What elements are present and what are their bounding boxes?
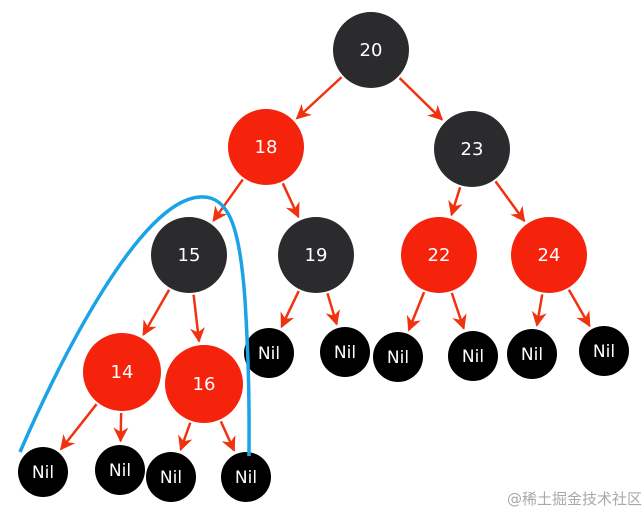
nil-node: Nil <box>507 329 557 379</box>
edge-n19-nil1 <box>280 290 300 329</box>
node-circle <box>507 329 557 379</box>
edge-n18-n15 <box>212 178 244 223</box>
node-label: Nil <box>235 468 257 488</box>
node-circle <box>221 452 271 502</box>
edge-n23-n24 <box>494 180 526 223</box>
node-label: 24 <box>538 245 561 266</box>
node-circle <box>244 328 294 378</box>
node-circle <box>83 333 161 411</box>
edge-n24-nil5 <box>531 294 547 327</box>
node-circle <box>579 326 629 376</box>
node-label: Nil <box>462 347 484 367</box>
node-label: Nil <box>160 468 182 488</box>
node-label: Nil <box>334 343 356 363</box>
node-label: Nil <box>521 345 543 365</box>
node-label: 16 <box>193 374 216 395</box>
node-label: Nil <box>32 463 54 483</box>
edge-n24-nil6 <box>567 289 591 328</box>
nil-node: Nil <box>320 327 370 377</box>
tree-node-19: 19 <box>278 217 354 293</box>
tree-node-15: 15 <box>151 217 227 293</box>
nil-node: Nil <box>95 445 145 495</box>
edge-n16-nil10 <box>219 420 236 452</box>
node-circle <box>373 332 423 382</box>
node-circle <box>434 111 510 187</box>
node-circle <box>401 217 477 293</box>
edge-n22-nil4 <box>450 292 467 330</box>
nil-node: Nil <box>579 326 629 376</box>
node-circle <box>448 331 498 381</box>
edge-n23-n22 <box>448 186 463 217</box>
tree-node-24: 24 <box>511 217 587 293</box>
edge-n19-nil2 <box>325 292 341 326</box>
edge-n18-n19 <box>281 182 300 219</box>
node-circle <box>333 12 409 88</box>
node-circle <box>511 217 587 293</box>
edge-n14-nil8 <box>113 412 129 443</box>
node-label: 18 <box>255 137 278 158</box>
node-circle <box>151 217 227 293</box>
node-circle <box>320 327 370 377</box>
watermark: @稀土掘金技术社区 <box>507 490 643 508</box>
edge-n15-n16 <box>190 294 205 343</box>
tree-node-22: 22 <box>401 217 477 293</box>
edges <box>59 76 591 452</box>
edge-n20-n23 <box>398 77 444 121</box>
nil-node: Nil <box>448 331 498 381</box>
node-circle <box>18 447 68 497</box>
tree-node-23: 23 <box>434 111 510 187</box>
edge-n14-nil7 <box>59 403 98 451</box>
tree-node-16: 16 <box>165 345 243 423</box>
edge-n22-nil3 <box>406 291 426 332</box>
edge-n20-n18 <box>295 76 343 120</box>
node-label: 15 <box>178 245 201 266</box>
node-label: 19 <box>305 245 328 266</box>
node-circle <box>165 345 243 423</box>
node-circle <box>278 217 354 293</box>
tree-node-14: 14 <box>83 333 161 411</box>
node-label: 23 <box>461 139 484 160</box>
node-label: Nil <box>387 348 409 368</box>
node-circle <box>95 445 145 495</box>
tree-node-20: 20 <box>333 12 409 88</box>
node-circle <box>228 109 304 185</box>
nil-node: Nil <box>146 452 196 502</box>
nil-node: Nil <box>221 452 271 502</box>
nil-node: Nil <box>244 328 294 378</box>
node-label: 22 <box>428 245 451 266</box>
nil-node: Nil <box>18 447 68 497</box>
node-label: Nil <box>109 461 131 481</box>
node-circle <box>146 452 196 502</box>
subtree-highlight-curve <box>18 195 251 457</box>
node-label: 14 <box>111 362 134 383</box>
node-label: Nil <box>258 344 280 364</box>
tree-node-18: 18 <box>228 109 304 185</box>
nil-node: Nil <box>373 332 423 382</box>
node-label: 20 <box>360 40 383 61</box>
node-label: Nil <box>593 342 615 362</box>
edge-n16-nil9 <box>178 422 193 452</box>
edge-n15-n14 <box>142 289 171 336</box>
